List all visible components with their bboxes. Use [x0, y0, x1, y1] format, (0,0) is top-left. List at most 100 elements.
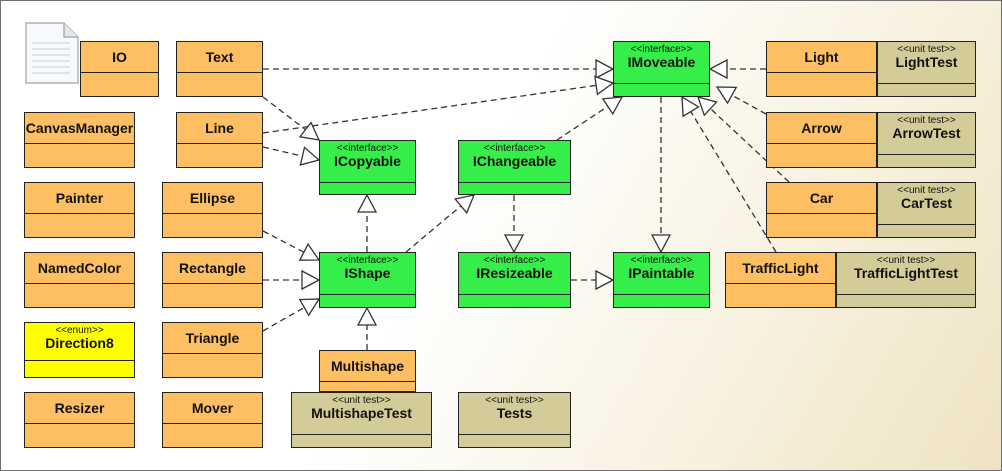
interface-ipaintable[interactable]: <<interface>> IPaintable: [613, 252, 710, 308]
class-mover[interactable]: Mover: [162, 392, 263, 448]
dashed-connector: [556, 105, 609, 141]
class-name: Multishape: [330, 357, 405, 374]
class-traffic-light[interactable]: TrafficLight: [725, 252, 836, 308]
interface-name: IPaintable: [628, 265, 695, 281]
test-name: TrafficLightTest: [854, 265, 958, 281]
class-name: Triangle: [185, 329, 240, 346]
enum-name: Direction8: [45, 335, 114, 351]
hollow-triangle-arrowhead: [356, 306, 378, 326]
hollow-triangle-arrowhead: [298, 298, 321, 317]
class-car[interactable]: Car: [766, 182, 877, 238]
hollow-triangle-arrowhead: [298, 121, 321, 141]
interface-name: IResizeable: [476, 265, 553, 281]
stereotype-label: <<interface>>: [483, 255, 546, 266]
dashed-connector: [262, 230, 305, 253]
interface-ichangeable[interactable]: <<interface>> IChangeable: [458, 140, 571, 195]
interface-name: IMoveable: [627, 54, 696, 70]
unit-test-multishape-test[interactable]: <<unit test>> MultishapeTest: [291, 392, 432, 448]
stereotype-label: <<interface>>: [483, 143, 546, 154]
class-triangle[interactable]: Triangle: [162, 322, 263, 378]
relation-rectangle-to-ishape: [263, 269, 321, 291]
relation-line-to-icopyable: [262, 146, 321, 166]
unit-test-light-test[interactable]: <<unit test>> LightTest: [877, 41, 976, 97]
class-name: IO: [112, 48, 127, 65]
class-multishape[interactable]: Multishape: [319, 350, 416, 392]
hollow-triangle-arrowhead: [708, 58, 728, 80]
interface-name: IChangeable: [472, 153, 557, 169]
stereotype-label: <<interface>>: [336, 143, 399, 154]
class-canvas-manager[interactable]: CanvasManager: [24, 112, 135, 168]
relation-traffic_light-to-imoveable: [681, 95, 777, 253]
relation-light-to-imoveable: [708, 58, 766, 80]
class-arrow[interactable]: Arrow: [766, 112, 877, 168]
stereotype-label: <<interface>>: [630, 255, 693, 266]
hollow-triangle-arrowhead: [696, 96, 718, 117]
unit-test-arrow-test[interactable]: <<unit test>> ArrowTest: [877, 112, 976, 168]
dashed-connector: [709, 108, 790, 183]
unit-test-car-test[interactable]: <<unit test>> CarTest: [877, 182, 976, 238]
hollow-triangle-arrowhead: [601, 96, 624, 116]
hollow-triangle-arrowhead: [595, 269, 615, 291]
relation-iresizeable-to-ipaintable: [571, 269, 615, 291]
class-name: CanvasManager: [25, 119, 134, 136]
relation-text-to-icopyable: [262, 96, 321, 141]
relation-triangle-to-ishape: [262, 298, 321, 332]
class-named-color[interactable]: NamedColor: [24, 252, 135, 308]
class-name: Painter: [55, 189, 104, 206]
class-rectangle[interactable]: Rectangle: [162, 252, 263, 308]
hollow-triangle-arrowhead: [356, 193, 378, 213]
class-resizer[interactable]: Resizer: [24, 392, 135, 448]
dashed-connector: [262, 84, 597, 134]
stereotype-label: <<interface>>: [336, 255, 399, 266]
relation-ishape-to-ichangeable: [405, 194, 476, 253]
class-light[interactable]: Light: [766, 41, 877, 97]
class-io[interactable]: IO: [80, 41, 159, 97]
class-painter[interactable]: Painter: [24, 182, 135, 238]
interface-iresizeable[interactable]: <<interface>> IResizeable: [458, 252, 571, 308]
enum-direction8[interactable]: <<enum>> Direction8: [24, 322, 135, 378]
class-name: Rectangle: [179, 259, 246, 276]
class-line[interactable]: Line: [176, 112, 263, 168]
relation-arrow-to-imoveable: [715, 86, 767, 115]
relation-ichangeable-to-iresizeable: [503, 195, 525, 254]
hollow-triangle-arrowhead: [650, 234, 672, 254]
test-name: MultishapeTest: [311, 405, 412, 421]
interface-icopyable[interactable]: <<interface>> ICopyable: [319, 140, 416, 195]
interface-imoveable[interactable]: <<interface>> IMoveable: [613, 41, 710, 97]
class-name: Light: [804, 48, 839, 65]
class-name: Line: [205, 119, 234, 136]
class-ellipse[interactable]: Ellipse: [162, 182, 263, 238]
class-name: Car: [809, 189, 834, 206]
relation-line-to-imoveable: [262, 75, 615, 134]
stereotype-label: <<unit test>>: [897, 115, 956, 126]
dashed-connector: [262, 96, 306, 131]
class-text[interactable]: Text: [176, 41, 263, 97]
relation-car-to-imoveable: [696, 96, 790, 183]
class-name: Resizer: [54, 399, 105, 416]
test-name: Tests: [496, 405, 533, 421]
unit-test-traffic-light-test[interactable]: <<unit test>> TrafficLightTest: [836, 252, 976, 308]
stereotype-label: <<interface>>: [630, 44, 693, 55]
hollow-triangle-arrowhead: [595, 58, 615, 80]
stereotype-label: <<unit test>>: [485, 395, 544, 406]
dashed-connector: [690, 111, 777, 253]
hollow-triangle-arrowhead: [298, 242, 321, 261]
hollow-triangle-arrowhead: [453, 194, 476, 215]
stereotype-label: <<unit test>>: [332, 395, 391, 406]
interface-name: ICopyable: [334, 153, 401, 169]
class-name: NamedColor: [37, 259, 122, 276]
dashed-connector: [262, 306, 305, 332]
hollow-triangle-arrowhead: [681, 95, 700, 118]
class-name: Mover: [191, 399, 234, 416]
unit-test-tests[interactable]: <<unit test>> Tests: [458, 392, 571, 448]
interface-ishape[interactable]: <<interface>> IShape: [319, 252, 416, 308]
relation-ellipse-to-ishape: [262, 230, 321, 261]
stereotype-label: <<enum>>: [55, 325, 104, 336]
test-name: ArrowTest: [892, 125, 961, 141]
dashed-connector: [731, 94, 767, 115]
test-name: CarTest: [900, 195, 953, 211]
class-name: Ellipse: [189, 189, 236, 206]
document-icon: [25, 22, 79, 84]
hollow-triangle-arrowhead: [299, 146, 321, 166]
